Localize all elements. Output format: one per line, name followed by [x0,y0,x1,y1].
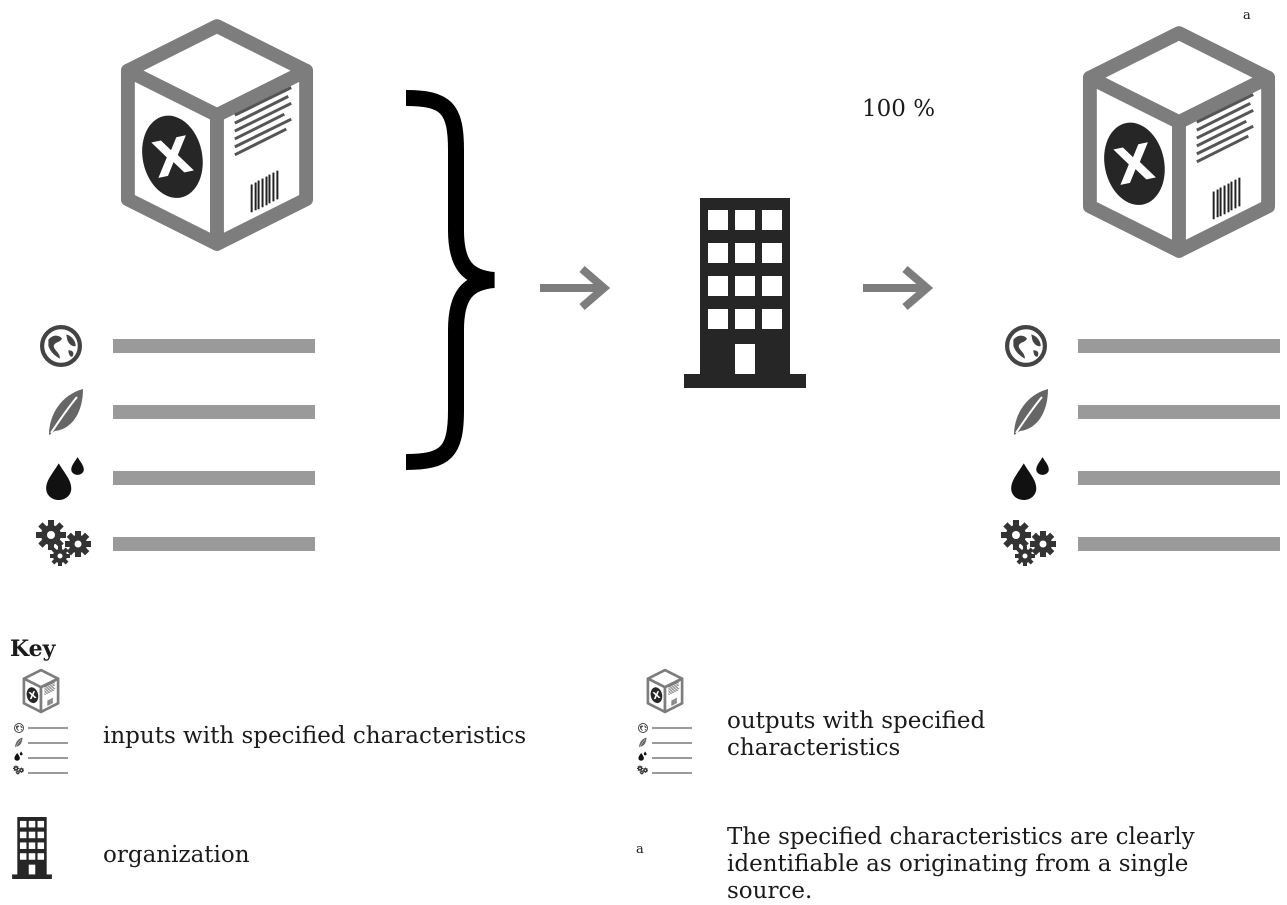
key-building-icon [12,817,52,879]
building-icon [684,198,806,388]
key-outputs-label: outputs with specified characteristics [727,708,986,761]
characteristic-bar [113,471,315,485]
globe-icon [40,325,82,367]
leaf-icon [44,387,86,437]
characteristic-bar [1078,537,1280,551]
gears-icon [36,520,96,566]
input-box-icon [118,15,316,255]
characteristic-bar [1078,339,1280,353]
key-organization-label: organization [103,842,250,868]
characteristic-bar [1078,405,1280,419]
characteristic-bar [113,339,315,353]
percent-label: 100 % [862,96,936,122]
gears-icon [1001,520,1061,566]
globe-icon [1005,325,1047,367]
key-outputs-icon [636,668,696,790]
characteristic-bar [113,537,315,551]
leaf-icon [1009,387,1051,437]
key-footnote-marker: a [636,842,644,857]
curly-brace [398,90,508,470]
key-footnote-text: The specified characteristics are clearl… [727,824,1195,904]
key-inputs-icon [12,668,72,790]
output-box-icon [1080,22,1278,262]
footnote-marker: a [1243,8,1251,23]
characteristic-bar [1078,471,1280,485]
arrow-right-icon [861,265,934,311]
water-drops-icon [1009,455,1051,501]
arrow-right-icon [538,265,611,311]
key-inputs-label: inputs with specified characteristics [103,723,527,749]
water-drops-icon [44,455,86,501]
key-heading: Key [10,636,56,662]
characteristic-bar [113,405,315,419]
